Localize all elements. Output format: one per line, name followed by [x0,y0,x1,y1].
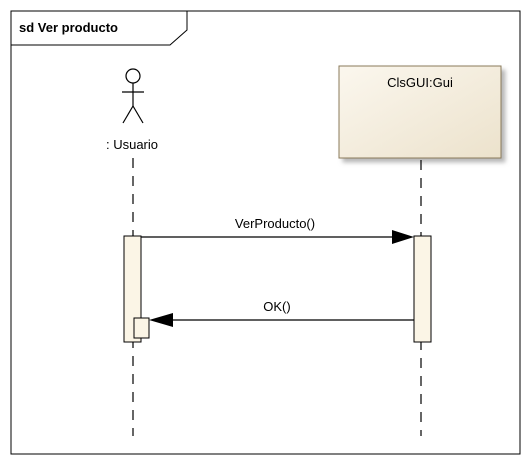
message-label-verproducto: VerProducto() [235,216,315,231]
lifeline-clsgui-label: ClsGUI:Gui [387,75,453,90]
arrowhead-verproducto [392,230,414,244]
actor-icon [122,68,144,124]
activation-clsgui [413,235,432,343]
activation-usuario-nested [133,317,150,339]
message-label-ok: OK() [263,299,290,314]
arrowhead-ok [149,313,173,327]
lifeline-usuario-label: : Usuario [106,137,158,152]
frame-title-tab [10,10,188,46]
frame-title: sd Ver producto [19,20,118,35]
activation-usuario [123,235,142,343]
lifeline-clsgui-box [338,65,502,159]
